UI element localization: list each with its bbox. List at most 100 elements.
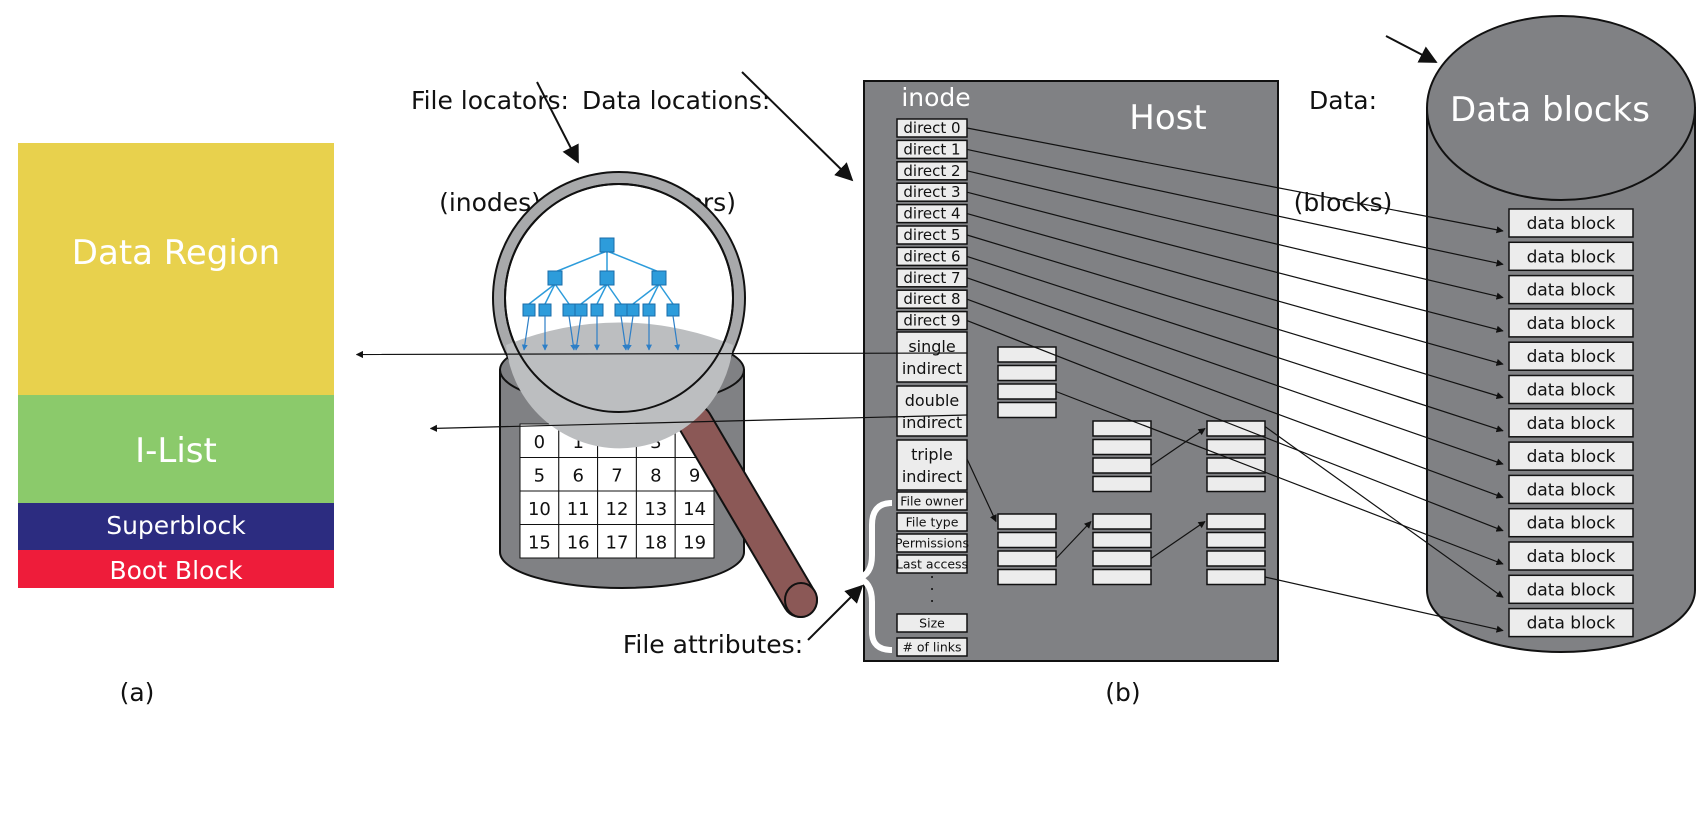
data-region-label: Data Region	[71, 233, 281, 273]
pointer-arrow	[1150, 521, 1206, 559]
direct-pointer-label: direct 3	[903, 183, 960, 201]
grid-number: 19	[683, 533, 706, 554]
indirect-block-slot	[1092, 475, 1152, 493]
indirect-block-slot	[997, 364, 1057, 382]
indirect-block-slot	[1092, 568, 1152, 586]
file-attribute-entry	[896, 533, 968, 553]
direct-pointer-label: direct 4	[903, 205, 960, 223]
tree-root-node	[599, 237, 615, 253]
data-block-label: data block	[1527, 447, 1616, 467]
i-list-label: I-List	[135, 431, 217, 471]
file-locators-arrow	[536, 81, 579, 164]
file-locators-line2: (inodes)	[439, 188, 541, 217]
data-block-label: data block	[1527, 381, 1616, 401]
indirect-label-line1: double	[905, 391, 960, 410]
grid-cell	[519, 490, 560, 525]
grid-number: 1	[572, 432, 583, 453]
attribute-ellipsis: .	[929, 587, 934, 606]
superblock-layer: Superblock	[18, 503, 334, 550]
data-block	[1508, 208, 1634, 238]
data-block	[1508, 441, 1634, 471]
pointer-arrow	[966, 148, 1504, 267]
data-block-label: data block	[1527, 614, 1616, 634]
file-attribute-label: Last access	[896, 557, 968, 572]
pointer-arrow	[1264, 426, 1504, 598]
data-block	[1508, 341, 1634, 371]
data-block-list: data block data block data block data block…	[1508, 208, 1634, 638]
indirect-block-slot	[997, 513, 1057, 530]
data-block	[1508, 308, 1634, 338]
file-attribute-label: # of links	[902, 640, 961, 655]
indirect-label-line1: triple	[911, 445, 953, 464]
indirect-block-slot	[997, 346, 1057, 363]
pointer-arrow	[966, 234, 1504, 400]
data-block-label: data block	[1527, 547, 1616, 567]
data-line1: Data:	[1308, 86, 1378, 115]
direct-pointer-label: direct 8	[903, 290, 960, 308]
data-block	[1508, 374, 1634, 405]
grid-cell	[635, 490, 676, 525]
pointer-arrow	[1264, 576, 1504, 633]
pointer-arrow	[355, 350, 968, 359]
direct-pointer-label: direct 5	[903, 226, 960, 244]
data-block	[1508, 607, 1634, 638]
grid-number: 6	[572, 466, 583, 487]
pointer-arrow	[1055, 390, 1504, 566]
indirect-block-slot	[997, 550, 1057, 567]
pointer-arrow	[966, 298, 1504, 499]
grid-cell	[597, 457, 637, 492]
disk-label: Data blocks	[1450, 90, 1650, 130]
file-attribute-label: File owner	[900, 494, 964, 509]
indirect-block-slot	[1206, 475, 1266, 493]
file-attributes-label: File attributes:	[622, 630, 804, 659]
caption-b: (b)	[1105, 678, 1141, 707]
pointer-arrows	[355, 127, 1504, 633]
file-attribute-entry	[896, 613, 968, 633]
data-block-label: data block	[1527, 347, 1616, 367]
data-block	[1508, 474, 1634, 505]
grid-cell	[558, 524, 599, 559]
boot-block-layer: Boot Block	[18, 550, 334, 588]
tree-node	[599, 270, 615, 286]
data-blocks-arrow	[1385, 35, 1438, 63]
pointer-arrow	[966, 458, 997, 523]
indirect-block-slot	[1206, 550, 1266, 567]
grid-number: 18	[644, 533, 667, 554]
indirect-block-slot	[1206, 531, 1266, 549]
grid-number: 16	[567, 533, 590, 554]
boot-block-label: Boot Block	[109, 556, 243, 585]
indirect-block-slot	[1092, 457, 1152, 474]
file-attribute-label: Permissions	[895, 536, 969, 551]
data-blocks-callout: Data: (blocks)	[1288, 16, 1398, 288]
file-attribute-entry	[896, 512, 968, 532]
grid-number: 12	[606, 499, 629, 520]
grid-cell	[558, 490, 599, 525]
attributes-brace	[856, 500, 893, 653]
indirect-label-line2: indirect	[902, 359, 962, 378]
grid-number: 0	[534, 432, 545, 453]
grid-cell	[674, 524, 715, 559]
i-list-layer: I-List	[18, 395, 334, 503]
file-attribute-label: File type	[906, 515, 959, 530]
caption-a: (a)	[119, 678, 155, 707]
indirect-block-slot	[1092, 438, 1152, 456]
tree-node	[522, 303, 536, 317]
pointer-arrow	[966, 170, 1504, 300]
file-locators-line1: File locators:	[411, 86, 569, 115]
inode-number-grid: 012345678910111213141516171819	[519, 423, 715, 559]
indirect-block-slot	[997, 401, 1057, 419]
data-locations-arrow	[741, 71, 854, 182]
data-block	[1508, 507, 1634, 538]
pointer-arrow	[966, 191, 1504, 333]
data-block-label: data block	[1527, 514, 1616, 534]
pointer-arrow	[966, 127, 1504, 234]
data-block	[1508, 408, 1634, 438]
pointer-arrow	[966, 320, 1504, 532]
data-block	[1508, 541, 1634, 571]
grid-number: 14	[683, 499, 706, 520]
data-block	[1508, 574, 1634, 605]
pointer-arrow	[966, 213, 1504, 366]
grid-number: 17	[606, 533, 629, 554]
